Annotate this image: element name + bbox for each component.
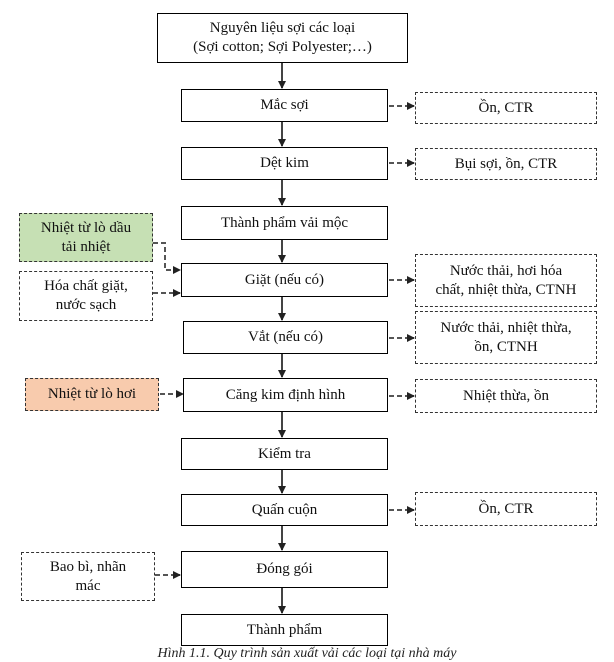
step-cang-kim: Căng kim định hình [183, 378, 388, 412]
output-label: Ồn, CTR [478, 500, 534, 517]
output-label: Ồn, CTR [478, 99, 534, 116]
step-label: Thành phẩm [246, 621, 323, 638]
step-vat: Vắt (nếu có) [183, 321, 388, 354]
step-dong-goi: Đóng gói [181, 551, 388, 588]
step-raw-materials: Nguyên liệu sợi các loại (Sợi cotton; Sợ… [157, 13, 408, 63]
input-arrow [153, 242, 181, 274]
input-label: nước sạch [55, 297, 117, 313]
input-label: Bao bì, nhãn [49, 558, 127, 575]
input-hoa-chat: Hóa chất giặt, nước sạch [19, 271, 153, 321]
step-label: Đóng gói [256, 561, 313, 577]
step-label: Thành phẩm vải mộc [220, 214, 349, 231]
step-label: Dệt kim [260, 155, 309, 171]
step-label: Căng kim định hình [225, 386, 346, 403]
step-kiem-tra: Kiểm tra [181, 438, 388, 470]
output-det-kim: Bụi sợi, ồn, CTR [415, 148, 597, 180]
output-cang-kim: Nhiệt thừa, ồn [415, 379, 597, 413]
input-label: Nhiệt từ lò dầu [40, 219, 132, 236]
output-vat: Nước thải, nhiệt thừa, ồn, CTNH [415, 311, 597, 364]
output-label: Nước thải, nhiệt thừa, [440, 319, 572, 336]
output-mac-soi: Ồn, CTR [415, 92, 597, 124]
step-label: Vắt (nếu có) [248, 329, 323, 345]
step-thanh-pham: Thành phẩm [181, 614, 388, 646]
input-nhiet-lo-dau: Nhiệt từ lò dầu tải nhiệt [19, 213, 153, 262]
step-thanh-pham-vai-moc: Thành phẩm vải mộc [181, 206, 388, 240]
step-label: Quấn cuộn [251, 501, 318, 518]
output-giat: Nước thải, hơi hóa chất, nhiệt thừa, CTN… [415, 254, 597, 307]
input-bao-bi: Bao bì, nhãn mác [21, 552, 155, 601]
output-label: Nhiệt thừa, ồn [462, 387, 550, 404]
step-label: (Sợi cotton; Sợi Polyester;…) [193, 39, 372, 55]
step-mac-soi: Mắc sợi [181, 89, 388, 122]
input-label: Hóa chất giặt, [44, 278, 128, 294]
input-nhiet-lo-hoi: Nhiệt từ lò hơi [25, 378, 159, 411]
output-label: chất, nhiệt thừa, CTNH [435, 281, 577, 298]
input-label: tải nhiệt [61, 238, 111, 255]
step-giat: Giặt (nếu có) [181, 263, 388, 297]
output-label: ồn, CTNH [474, 338, 538, 355]
figure-caption: Hình 1.1. Quy trình sản xuất vải các loạ… [157, 646, 457, 661]
output-label: Bụi sợi, ồn, CTR [454, 155, 558, 172]
input-label: mác [75, 577, 101, 594]
step-label: Mắc sợi [260, 97, 309, 113]
output-quan-cuon: Ồn, CTR [415, 492, 597, 526]
input-label: Nhiệt từ lò hơi [47, 386, 137, 402]
output-label: Nước thải, hơi hóa [449, 262, 563, 279]
step-det-kim: Dệt kim [181, 147, 388, 180]
step-label: Kiểm tra [258, 445, 311, 462]
step-label: Nguyên liệu sợi các loại [209, 20, 356, 36]
step-label: Giặt (nếu có) [244, 271, 325, 288]
step-quan-cuon: Quấn cuộn [181, 494, 388, 526]
